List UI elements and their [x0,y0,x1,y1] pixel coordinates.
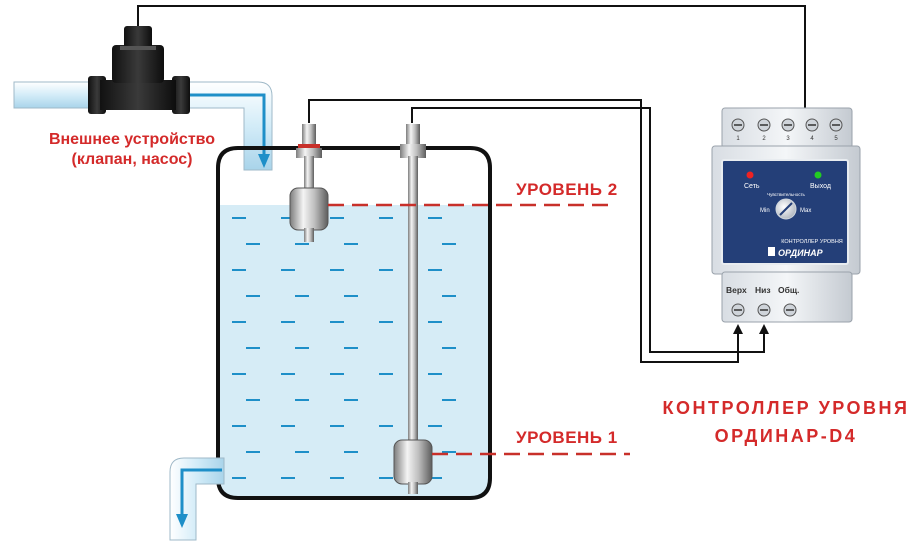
flow-arrow-outlet [176,468,222,528]
output-led-icon [814,171,822,179]
power-led-icon [746,171,754,179]
terminal-label-top: Верх [726,285,747,295]
top-terminal-number: 3 [786,136,790,142]
controller-title-line2: ОРДИНАР-D4 [714,426,858,446]
wire-upper-float [308,99,739,363]
controller-title: КОНТРОЛЛЕР УРОВНЯ ОРДИНАР-D4 [655,394,917,450]
flow-arrow-inlet [190,93,270,168]
output-indicator-label: Выход [810,183,831,190]
controller-title-line1: КОНТРОЛЛЕР УРОВНЯ [662,398,910,418]
tank [216,146,492,500]
water-surface-dashes [232,217,456,479]
arrow-to-low-terminal [759,324,769,334]
controller-front-panel [721,159,849,265]
controller-panel-text: Сеть Выход Чувствительность Min Max КОНТ… [726,183,843,295]
panel-caption: КОНТРОЛЛЕР УРОВНЯ [781,239,843,245]
controller-bottom-terminals [731,303,797,317]
knob-max-label: Max [800,208,811,214]
brand-text: ОРДИНАР [778,248,824,258]
valve-icon [88,26,190,114]
upper-float-switch [289,124,329,242]
wiring [137,5,806,363]
sensitivity-label: Чувствительность [767,192,805,197]
top-terminal-number: 2 [762,136,766,142]
external-device-label: Внешнее устройство (клапан, насос) [32,130,232,170]
arrow-to-top-terminal [733,324,743,334]
level1-label: УРОВЕНЬ 1 [516,428,618,447]
wire-lower-probe [411,107,765,353]
terminal-label-common: Общ. [778,285,799,295]
brand-logo-icon [768,247,775,256]
top-terminal-number: 1 [736,136,740,142]
wire-valve-to-controller [137,5,806,112]
level2-label: УРОВЕНЬ 2 [516,180,618,199]
knob-min-label: Min [760,208,770,214]
power-indicator-label: Сеть [744,183,760,190]
top-terminal-number: 5 [834,136,838,142]
top-terminal-number: 4 [810,136,814,142]
wire-arrows [733,324,769,334]
external-device-label-line1: Внешнее устройство [48,131,216,148]
external-device-label-line2: (клапан, насос) [71,151,193,168]
controller-top-terminals: 1 2 3 4 5 [731,118,843,142]
terminal-label-low: Низ [755,285,771,295]
lower-level-probe [393,124,433,494]
